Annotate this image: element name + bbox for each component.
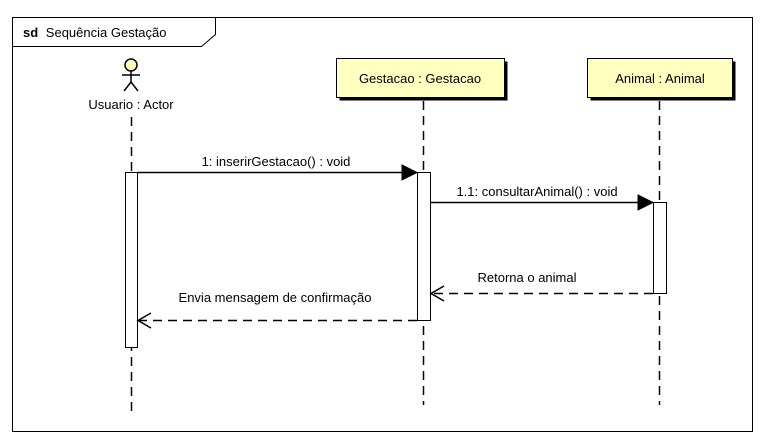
message-4-arrowhead [136, 312, 152, 329]
frame-name: Sequência Gestação [46, 25, 167, 40]
participant-box-animal-shadow-bottom [590, 97, 736, 101]
frame-keyword: sd [23, 25, 38, 40]
participant-box-gestacao-shadow-bottom [339, 97, 508, 101]
participant-box-animal-shadow [732, 61, 736, 101]
actor-head [124, 58, 138, 72]
participant-box-gestacao-shadow [504, 61, 508, 101]
actor-label: Usuario : Actor [88, 97, 174, 112]
actor-leg-right [130, 81, 139, 92]
message-3-label: Retorna o animal [478, 270, 577, 285]
activation-animal [653, 202, 667, 294]
participant-label-gestacao: Gestacao : Gestacao [359, 71, 481, 86]
participant-label-animal: Animal : Animal [615, 71, 705, 86]
frame-title: sd Sequência Gestação [23, 25, 167, 40]
message-2-label: 1.1: consultarAnimal() : void [456, 184, 617, 199]
actor-figure [122, 58, 140, 92]
message-2-arrowhead [637, 194, 655, 211]
message-3-arrowhead [429, 285, 445, 302]
frame-title-tab [12, 17, 216, 47]
activation-gestacao [417, 172, 431, 321]
message-1-arrowhead [401, 164, 419, 181]
activation-actor [125, 172, 138, 348]
actor-leg-left [123, 81, 132, 92]
message-4-label: Envia mensagem de confirmação [179, 290, 372, 305]
participant-box-animal[interactable] [587, 58, 733, 98]
message-1-label: 1: inserirGestacao() : void [202, 154, 351, 169]
